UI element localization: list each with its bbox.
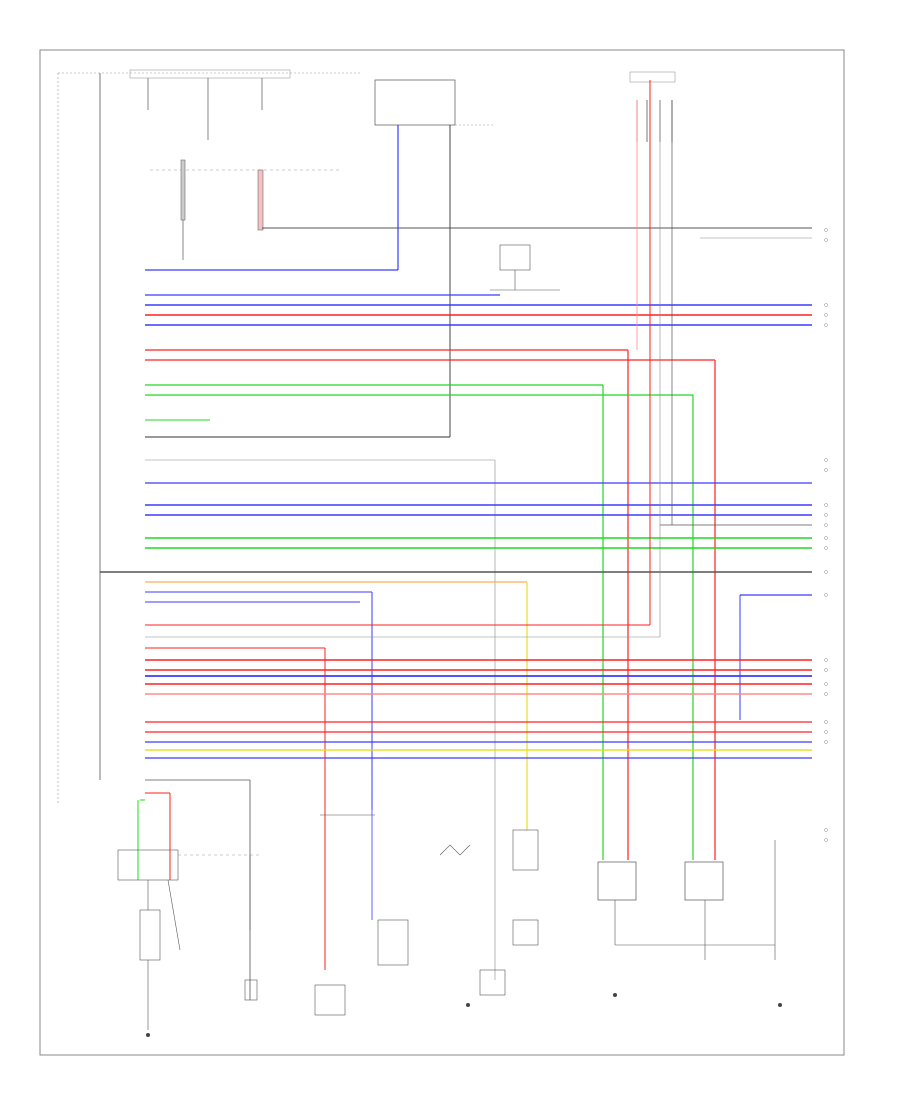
right-sensor-b bbox=[684, 861, 724, 901]
engine-relay-box bbox=[374, 79, 495, 437]
center-relay bbox=[490, 244, 560, 291]
blower-motor bbox=[244, 855, 258, 1001]
ground-4 bbox=[778, 1003, 782, 1007]
left-sensor bbox=[314, 814, 375, 1016]
center-sensor bbox=[479, 829, 539, 996]
right-sensor-bus bbox=[614, 840, 776, 960]
fuse-block-top-left bbox=[129, 69, 340, 260]
right-terminal-markers bbox=[824, 228, 828, 842]
ground-2 bbox=[466, 1003, 470, 1007]
center-switch bbox=[371, 810, 471, 966]
right-sensor-a bbox=[597, 861, 637, 901]
ground-3 bbox=[613, 993, 617, 997]
left-junction-block bbox=[117, 849, 260, 1030]
harness-wires bbox=[100, 80, 812, 1000]
ground-1 bbox=[146, 1033, 150, 1037]
diagram-frame bbox=[39, 49, 845, 1056]
